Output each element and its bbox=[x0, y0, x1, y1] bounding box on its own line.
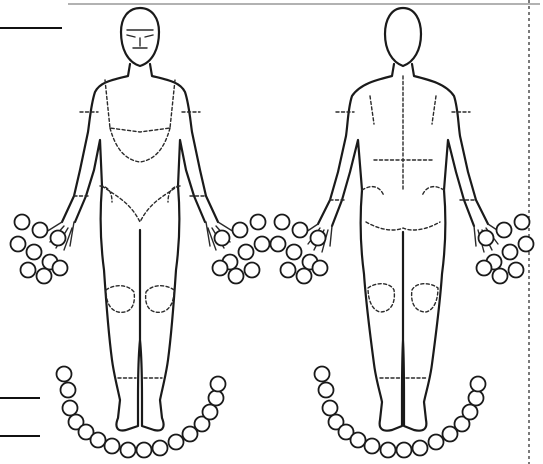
front-feet-marker[interactable] bbox=[211, 377, 226, 392]
front-feet-marker[interactable] bbox=[57, 367, 72, 382]
back-feet-marker[interactable] bbox=[381, 443, 396, 458]
back-feet-marker[interactable] bbox=[319, 383, 334, 398]
back-feet-marker[interactable] bbox=[469, 391, 484, 406]
front-left-hand-marker[interactable] bbox=[33, 223, 48, 238]
front-feet-marker[interactable] bbox=[121, 443, 136, 458]
front-feet-marker[interactable] bbox=[137, 443, 152, 458]
front-right-hand-marker[interactable] bbox=[229, 269, 244, 284]
back-feet-marker[interactable] bbox=[413, 441, 428, 456]
back-feet-marker[interactable] bbox=[351, 433, 366, 448]
front-left-hand-marker[interactable] bbox=[37, 269, 52, 284]
front-left-hand-marker[interactable] bbox=[51, 231, 66, 246]
back-right-hand-marker[interactable] bbox=[497, 223, 512, 238]
front-right-hand-marker[interactable] bbox=[239, 245, 254, 260]
back-left-hand-marker[interactable] bbox=[297, 269, 312, 284]
front-left-hand-marker[interactable] bbox=[15, 215, 30, 230]
back-right-hand-marker[interactable] bbox=[493, 269, 508, 284]
front-left-hand-marker[interactable] bbox=[11, 237, 26, 252]
front-feet-marker[interactable] bbox=[105, 439, 120, 454]
front-right-hand-marker[interactable] bbox=[213, 261, 228, 276]
front-arms-inner bbox=[75, 140, 205, 222]
front-left-hand-marker[interactable] bbox=[53, 261, 68, 276]
front-feet-marker[interactable] bbox=[203, 405, 218, 420]
front-feet-marker[interactable] bbox=[91, 433, 106, 448]
back-feet-marker[interactable] bbox=[315, 367, 330, 382]
back-right-hand-marker[interactable] bbox=[515, 215, 530, 230]
back-feet-marker[interactable] bbox=[323, 401, 338, 416]
back-left-hand-marker[interactable] bbox=[311, 231, 326, 246]
back-right-hand-marker[interactable] bbox=[477, 261, 492, 276]
back-feet-marker[interactable] bbox=[429, 435, 444, 450]
front-right-hand-marker[interactable] bbox=[233, 223, 248, 238]
back-right-hand-marker[interactable] bbox=[479, 231, 494, 246]
front-body-figure bbox=[46, 8, 234, 431]
front-head bbox=[121, 8, 159, 66]
front-right-hand-marker[interactable] bbox=[245, 263, 260, 278]
pain-marker-layer bbox=[11, 215, 534, 458]
front-left-hand-marker[interactable] bbox=[27, 245, 42, 260]
front-right-hand-marker[interactable] bbox=[215, 231, 230, 246]
back-left-hand-marker[interactable] bbox=[293, 223, 308, 238]
front-feet-marker[interactable] bbox=[63, 401, 78, 416]
front-face-lines bbox=[127, 30, 153, 48]
back-feet-marker[interactable] bbox=[463, 405, 478, 420]
back-head bbox=[385, 8, 421, 66]
back-feet-marker[interactable] bbox=[365, 439, 380, 454]
front-feet-marker[interactable] bbox=[209, 391, 224, 406]
back-right-hand-marker[interactable] bbox=[503, 245, 518, 260]
back-feet-marker[interactable] bbox=[397, 443, 412, 458]
back-left-hand-marker[interactable] bbox=[281, 263, 296, 278]
back-left-hand-marker[interactable] bbox=[287, 245, 302, 260]
front-right-hand-marker[interactable] bbox=[255, 237, 270, 252]
front-feet-marker[interactable] bbox=[169, 435, 184, 450]
front-left-hand-marker[interactable] bbox=[21, 263, 36, 278]
back-feet-marker[interactable] bbox=[471, 377, 486, 392]
back-right-hand-marker[interactable] bbox=[509, 263, 524, 278]
front-feet-marker[interactable] bbox=[153, 441, 168, 456]
back-left-hand-marker[interactable] bbox=[271, 237, 286, 252]
back-right-hand-marker[interactable] bbox=[519, 237, 534, 252]
back-left-hand-marker[interactable] bbox=[313, 261, 328, 276]
front-feet-marker[interactable] bbox=[61, 383, 76, 398]
back-body-figure bbox=[306, 8, 500, 431]
back-left-hand-marker[interactable] bbox=[275, 215, 290, 230]
front-right-hand-marker[interactable] bbox=[251, 215, 266, 230]
